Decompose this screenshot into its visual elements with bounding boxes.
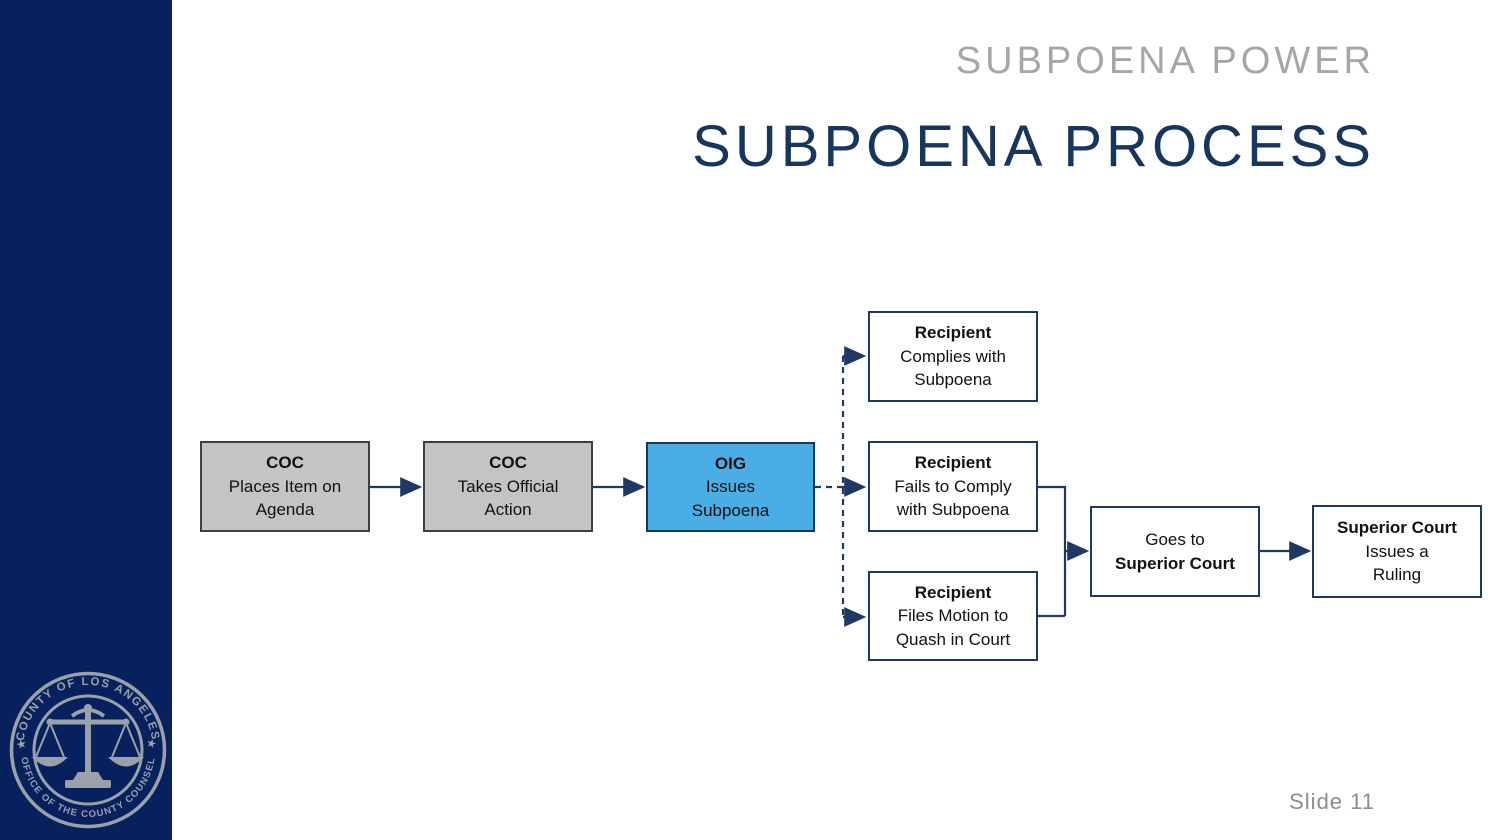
node-title: Superior Court (1337, 518, 1457, 538)
node-line: Subpoena (914, 370, 992, 390)
node-line: Action (484, 500, 532, 520)
county-counsel-seal: COUNTY OF LOS ANGELES OFFICE OF THE COUN… (9, 671, 167, 829)
node-title: Superior Court (1115, 553, 1235, 573)
node-line: Ruling (1372, 565, 1422, 585)
node-title: Recipient (914, 453, 992, 473)
node-line: Files Motion to (897, 606, 1009, 626)
flow-node-recipient-quash: Recipient Files Motion to Quash in Court (868, 571, 1038, 661)
flow-node-court-ruling: Superior Court Issues a Ruling (1312, 505, 1482, 598)
seal-outer-ring (9, 671, 167, 829)
flow-node-coc-takes-action: COC Takes Official Action (423, 441, 593, 532)
node-line: Fails to Comply (894, 476, 1012, 496)
page-title: SUBPOENA PROCESS (692, 114, 1375, 179)
node-line: Agenda (255, 500, 315, 520)
sidebar-band: COUNTY OF LOS ANGELES OFFICE OF THE COUN… (0, 0, 172, 840)
flow-node-oig-issues-subpoena: OIG Issues Subpoena (646, 442, 815, 532)
node-title: COC (266, 453, 304, 473)
flow-node-coc-places-item: COC Places Item on Agenda (200, 441, 370, 532)
slide-number: Slide 11 (1289, 789, 1375, 814)
flow-node-goes-superior-court: Goes to Superior Court (1090, 506, 1260, 597)
node-line: with Subpoena (896, 500, 1010, 520)
node-line: Issues a (1365, 541, 1429, 561)
bracket-to-court (1038, 485, 1067, 618)
node-line: Places Item on (228, 476, 342, 496)
flow-node-recipient-complies: Recipient Complies with Subpoena (868, 311, 1038, 402)
slide-eyebrow: SUBPOENA POWER (955, 40, 1375, 82)
node-line: Issues (705, 477, 756, 497)
node-line: Takes Official (457, 476, 559, 496)
node-line: Goes to (1145, 530, 1205, 550)
seal-inner-ring (32, 694, 144, 806)
node-title: OIG (714, 453, 747, 473)
seal-star-left-icon: ★ (14, 736, 28, 752)
node-line: Quash in Court (895, 629, 1011, 649)
node-title: COC (489, 453, 527, 473)
node-title: Recipient (914, 582, 992, 602)
node-line: Complies with (900, 346, 1006, 366)
node-title: Recipient (914, 323, 992, 343)
node-line: Subpoena (691, 500, 770, 520)
scales-of-justice-icon (32, 704, 144, 788)
flow-node-recipient-fails: Recipient Fails to Comply with Subpoena (868, 441, 1038, 532)
seal-star-right-icon: ★ (145, 735, 159, 751)
